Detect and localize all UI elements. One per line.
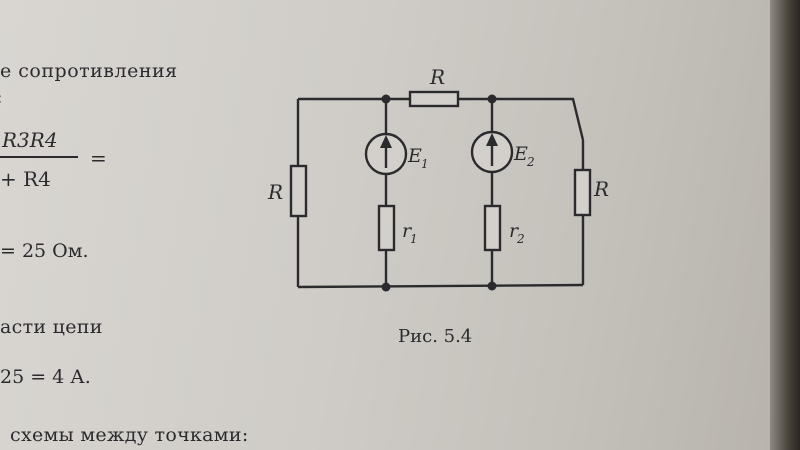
text-line-2: ?: [0, 86, 3, 108]
resistor-r2 [483, 204, 502, 252]
resistor-r1 [377, 204, 396, 252]
resistor-right [573, 168, 592, 217]
label-e2-sub: 2 [526, 155, 535, 169]
label-e1-sub: 1 [421, 157, 429, 171]
text-line-result: = 25 Ом. [0, 240, 89, 262]
book-page: е сопротивления ?: R3R4 = + R4 = 25 Ом. … [0, 0, 770, 450]
label-r-top: R [429, 65, 445, 89]
node-bottom-1 [381, 282, 391, 292]
node-top-2 [487, 94, 497, 104]
label-e2: E [513, 143, 528, 165]
text-line-8: схемы между точками: [10, 424, 249, 446]
label-r1: r [402, 220, 413, 242]
text-line-6: асти цепи [0, 316, 103, 338]
book-spine-shadow [770, 0, 800, 450]
label-r-right: R [593, 177, 609, 201]
text-line-1: е сопротивления [0, 60, 178, 82]
wire-bottom [297, 283, 584, 289]
resistor-top [408, 90, 460, 108]
label-r2: r [509, 220, 520, 242]
node-top-1 [381, 94, 391, 104]
label-r-left: R [267, 180, 283, 204]
text-line-7: 25 = 4 А. [0, 366, 91, 388]
resistor-left [289, 164, 308, 218]
label-e1: E [407, 145, 422, 167]
figure-caption: Рис. 5.4 [398, 326, 473, 347]
wire-top-right [458, 97, 585, 141]
emf-arrow-e1 [380, 135, 392, 148]
label-r1-sub: 1 [410, 232, 418, 246]
formula-equals: = [90, 146, 107, 170]
emf-arrow-e2 [486, 133, 498, 146]
circuit-diagram: R R R E 1 E 2 r 1 r 2 [267, 65, 609, 292]
formula-numerator: R3R4 [2, 128, 58, 152]
node-bottom-2 [487, 281, 497, 291]
fraction-bar [0, 156, 78, 158]
label-r2-sub: 2 [516, 232, 525, 246]
formula-denominator: + R4 [0, 167, 51, 191]
